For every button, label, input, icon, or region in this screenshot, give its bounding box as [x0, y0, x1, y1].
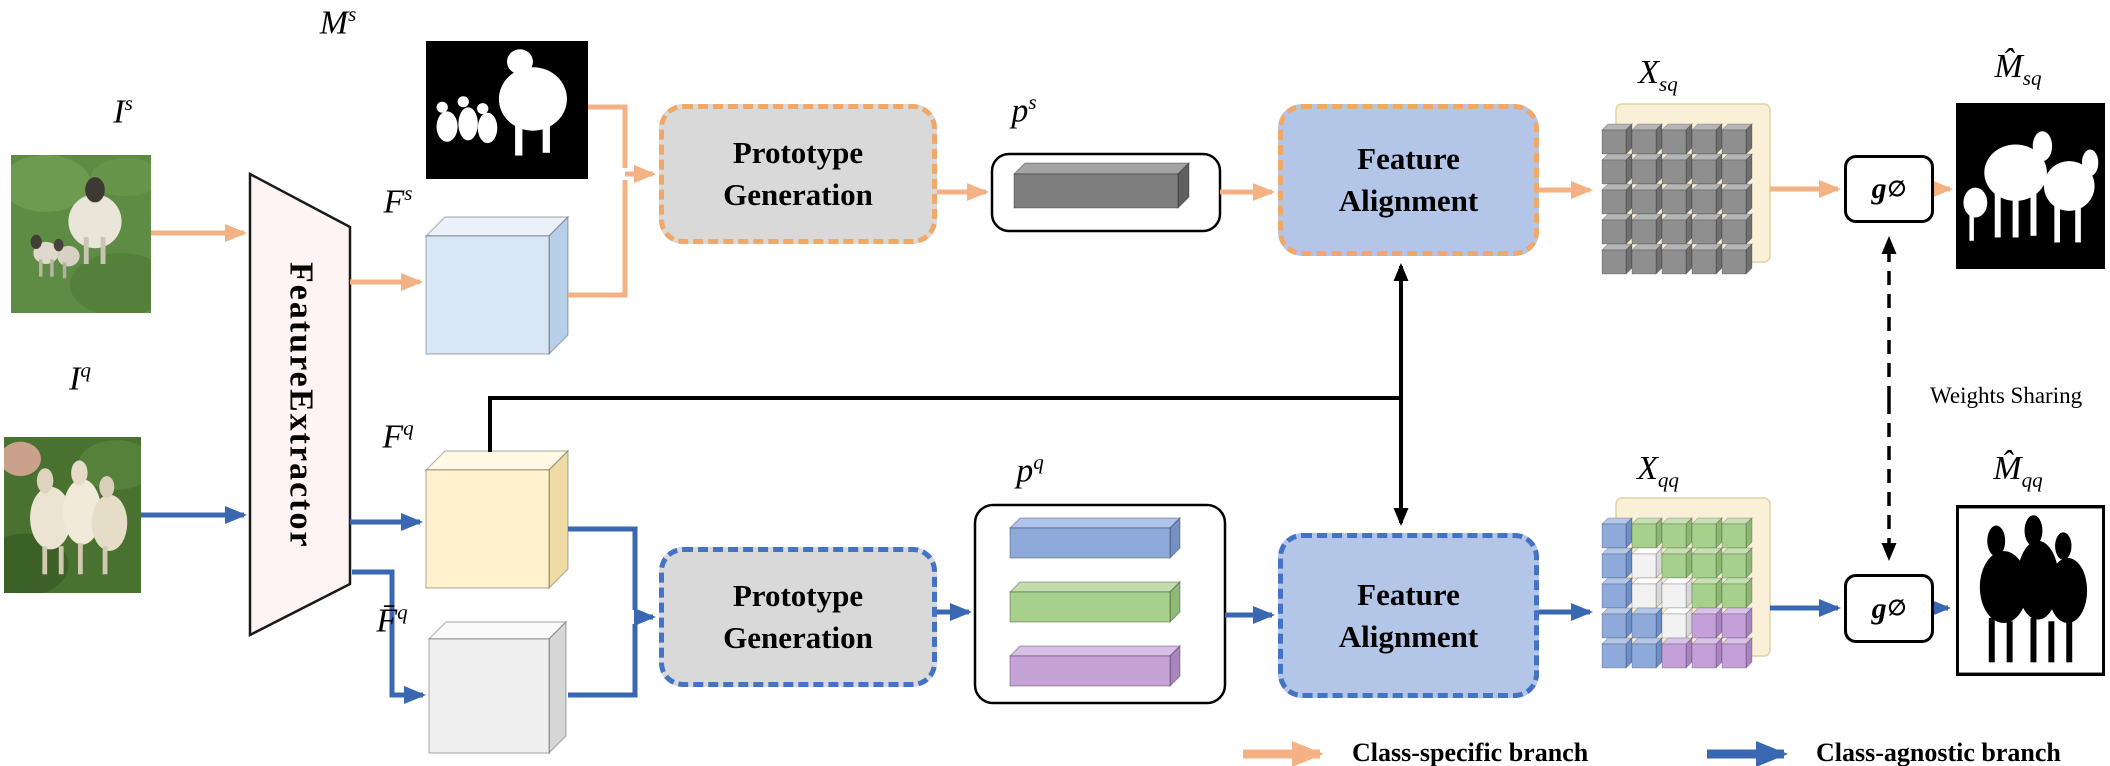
feature-alignment-top-line2: Alignment [1338, 183, 1479, 218]
prototype-generation-top-box: Prototype Generation [659, 104, 937, 244]
support-mask [426, 41, 588, 179]
feature-alignment-top-box: Feature Alignment [1278, 104, 1539, 256]
feature-alignment-bottom-line1: Feature [1357, 576, 1460, 612]
feature-extractor-shape [248, 171, 352, 638]
legend-class-agnostic-label: Class-agnostic branch [1816, 738, 2061, 766]
label-query-image: Iq [69, 358, 91, 398]
label-query-prototypes: pq [1016, 450, 1044, 490]
query-feature-cube [424, 449, 570, 590]
feature-extractor-label: Feature Extractor [254, 250, 346, 560]
feature-extractor-line2: Extractor [282, 388, 320, 549]
g-subscript: ∅ [1887, 176, 1907, 201]
feature-alignment-bottom-box: Feature Alignment [1278, 533, 1539, 698]
feature-extractor-line1: Feature [282, 261, 320, 389]
weights-sharing-label: Weights Sharing [1930, 383, 2083, 408]
prototype-generation-bottom-line1: Prototype [732, 578, 864, 614]
query-prototype-bar-purple [1008, 644, 1182, 688]
feature-alignment-top-line1: Feature [1357, 141, 1460, 177]
query-prototype-bar-green [1008, 580, 1182, 624]
prototype-generation-top-line2: Generation [723, 177, 873, 212]
support-image [11, 155, 151, 313]
label-query-feature: Fq [382, 416, 414, 456]
g-symbol: g [1871, 591, 1887, 625]
label-predicted-qq-mask: M̂qq [1993, 450, 2043, 492]
support-feature-cube [424, 215, 570, 356]
xqq-cube-grid [1601, 517, 1753, 669]
query-prototype-bar-blue [1008, 516, 1182, 560]
classifier-g-bottom-box: g∅ [1844, 574, 1934, 643]
label-support-mask: Ms [319, 2, 357, 42]
legend-class-specific-label: Class-specific branch [1352, 738, 1589, 766]
predicted-support-query-mask [1956, 103, 2105, 269]
xsq-cube-grid [1601, 123, 1753, 275]
class-agnostic-arrows [141, 506, 1951, 704]
g-symbol: g [1871, 172, 1887, 205]
label-xsq: Xsq [1638, 54, 1678, 96]
prototype-generation-bottom-box: Prototype Generation [659, 547, 937, 687]
masked-query-feature-cube [427, 620, 568, 755]
query-image [4, 437, 141, 593]
label-support-feature: Fs [383, 181, 413, 221]
support-prototype-bar [1012, 161, 1191, 210]
class-specific-arrows [151, 104, 1953, 298]
label-support-image: Is [113, 91, 133, 131]
classifier-g-top-box: g∅ [1844, 155, 1934, 223]
prototype-generation-top-line1: Prototype [732, 135, 864, 171]
label-xqq: Xqq [1637, 450, 1679, 492]
query-feature-to-alignment-connector [488, 263, 1409, 526]
label-support-prototype: ps [1011, 90, 1037, 130]
prototype-generation-bottom-line2: Generation [723, 620, 873, 655]
feature-alignment-bottom-line2: Alignment [1338, 618, 1479, 654]
label-masked-query-feature: F̄q [376, 600, 408, 640]
predicted-query-query-mask [1956, 505, 2105, 676]
g-subscript: ∅ [1887, 596, 1907, 620]
label-predicted-sq-mask: M̂sq [1994, 48, 2042, 90]
